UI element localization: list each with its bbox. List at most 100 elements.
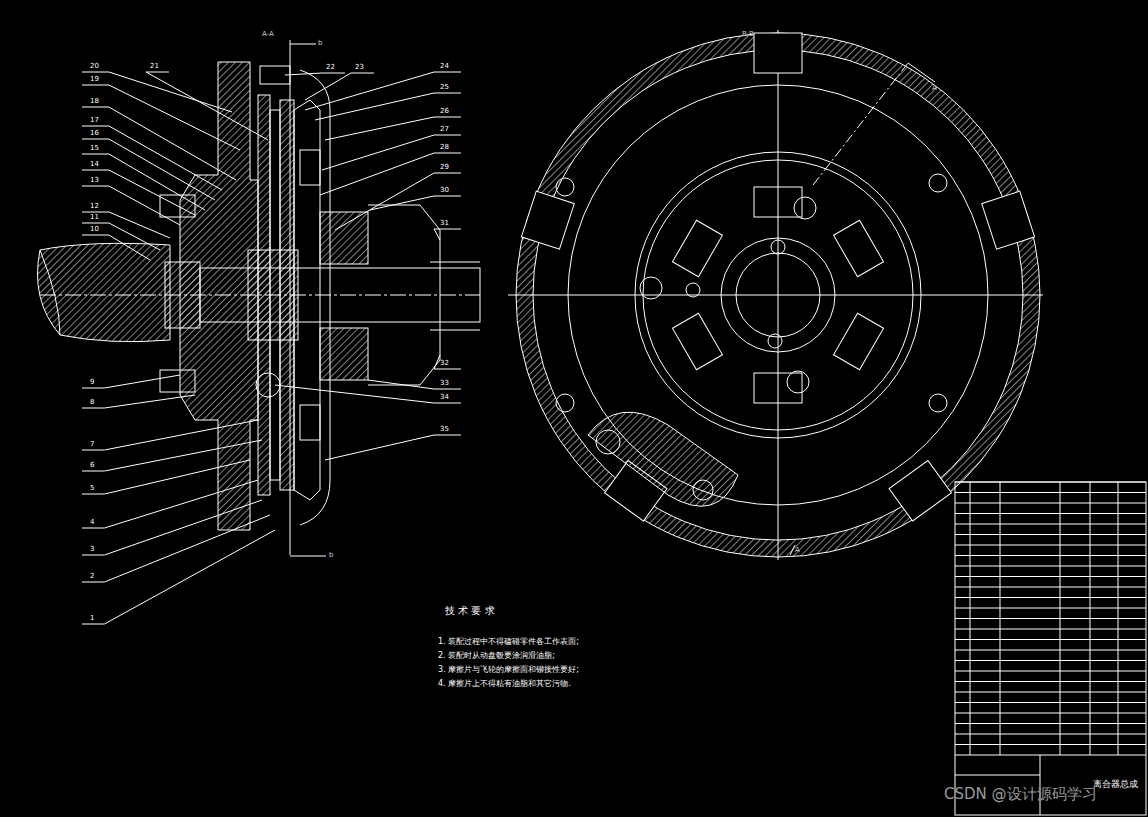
note-text: A <box>932 85 937 92</box>
callout-number: 9 <box>90 379 94 386</box>
leader-line <box>82 530 275 624</box>
callout-number: 4 <box>90 519 94 526</box>
table-row-line <box>955 503 1146 504</box>
callout-number: 22 <box>326 64 335 71</box>
table-row-line <box>955 650 1146 651</box>
table-row-line <box>955 713 1146 714</box>
leader-line <box>82 440 262 471</box>
callout-number: 31 <box>440 220 449 227</box>
callout-number: 19 <box>90 76 99 83</box>
note-text: 离合器总成 <box>1093 780 1138 789</box>
leader-line <box>82 212 170 238</box>
table-row-line <box>955 513 1146 514</box>
note-text: 3. 摩擦片与飞轮的摩擦面和铆接性要好; <box>438 666 579 674</box>
table-row-line <box>955 492 1146 493</box>
leader-line <box>370 196 461 210</box>
note-text: 1. 装配过程中不得磕碰零件各工作表面; <box>438 638 579 646</box>
callout-number: 29 <box>440 164 449 171</box>
callout-number: 34 <box>440 394 449 401</box>
leader-line <box>325 117 461 140</box>
callout-number: 7 <box>90 441 94 448</box>
leader-line <box>82 223 160 250</box>
table-row-line <box>955 587 1146 588</box>
table-row-line <box>955 639 1146 640</box>
table-row-line <box>955 671 1146 672</box>
leader-line <box>146 72 268 140</box>
leader-line <box>285 73 345 75</box>
callout-number: 14 <box>90 161 99 168</box>
callout-number: 35 <box>440 426 449 433</box>
callout-number: 32 <box>440 360 449 367</box>
leader-line <box>368 380 461 389</box>
table-row-line <box>955 482 1146 483</box>
callout-number: 20 <box>90 63 99 70</box>
table-row-line <box>955 555 1146 556</box>
leader-line <box>82 154 205 210</box>
leader-line <box>82 126 222 190</box>
note-text: 技 术 要 求 <box>445 606 495 616</box>
table-row-line <box>955 534 1146 535</box>
table-row-line <box>955 629 1146 630</box>
leader-line <box>320 153 461 195</box>
table-row-line <box>955 618 1146 619</box>
table-row-line <box>955 576 1146 577</box>
callout-number: 23 <box>355 64 364 71</box>
leader-line <box>82 500 262 555</box>
callout-number: 1 <box>90 615 94 622</box>
callout-number: 16 <box>90 130 99 137</box>
callout-number: 11 <box>90 214 99 221</box>
leader-line <box>325 435 461 460</box>
leader-line <box>82 85 240 150</box>
note-text: A <box>795 547 800 554</box>
table-row-line <box>955 734 1146 735</box>
table-row-line <box>955 702 1146 703</box>
callout-number: 2 <box>90 573 94 580</box>
callout-number: 13 <box>90 177 99 184</box>
leader-line <box>315 93 461 120</box>
note-text: b <box>329 552 333 559</box>
leader-line <box>82 480 258 528</box>
table-row-line <box>955 524 1146 525</box>
note-text: 4. 摩擦片上不得粘有油脂和其它污物. <box>438 680 571 688</box>
callout-number: 28 <box>440 144 449 151</box>
callout-number: 8 <box>90 399 94 406</box>
leader-line <box>434 355 461 369</box>
callout-number: 5 <box>90 485 94 492</box>
note-text: A-A <box>262 31 274 38</box>
callout-number: 10 <box>90 226 99 233</box>
table-row-line <box>955 681 1146 682</box>
callout-number: 15 <box>90 145 99 152</box>
leader-line <box>305 73 374 100</box>
callout-number: 25 <box>440 84 449 91</box>
leader-line <box>335 173 461 230</box>
leader-line <box>82 186 180 225</box>
watermark: CSDN @设计源码学习 <box>944 787 1097 802</box>
table-row-line <box>955 723 1146 724</box>
table-row-line <box>955 692 1146 693</box>
table-row-line <box>955 545 1146 546</box>
note-text: b <box>318 40 322 47</box>
table-row-line <box>955 597 1146 598</box>
callout-number: 12 <box>90 203 99 210</box>
callout-number: 3 <box>90 546 94 553</box>
table-row-line <box>955 744 1146 745</box>
callout-number: 30 <box>440 187 449 194</box>
callout-number: 21 <box>150 63 159 70</box>
callout-number: 17 <box>90 117 99 124</box>
leader-line <box>82 170 195 215</box>
callout-number: 27 <box>440 126 449 133</box>
leader-line <box>82 395 195 408</box>
leader-line <box>82 460 250 494</box>
table-row-line <box>955 660 1146 661</box>
note-text: B-B <box>742 31 754 38</box>
leader-line <box>434 229 461 240</box>
callout-number: 18 <box>90 98 99 105</box>
table-row-line <box>955 566 1146 567</box>
table-row-line <box>955 608 1146 609</box>
callout-number: 6 <box>90 462 94 469</box>
leader-line <box>275 385 461 403</box>
callout-number: 33 <box>440 380 449 387</box>
leader-line <box>82 107 236 180</box>
